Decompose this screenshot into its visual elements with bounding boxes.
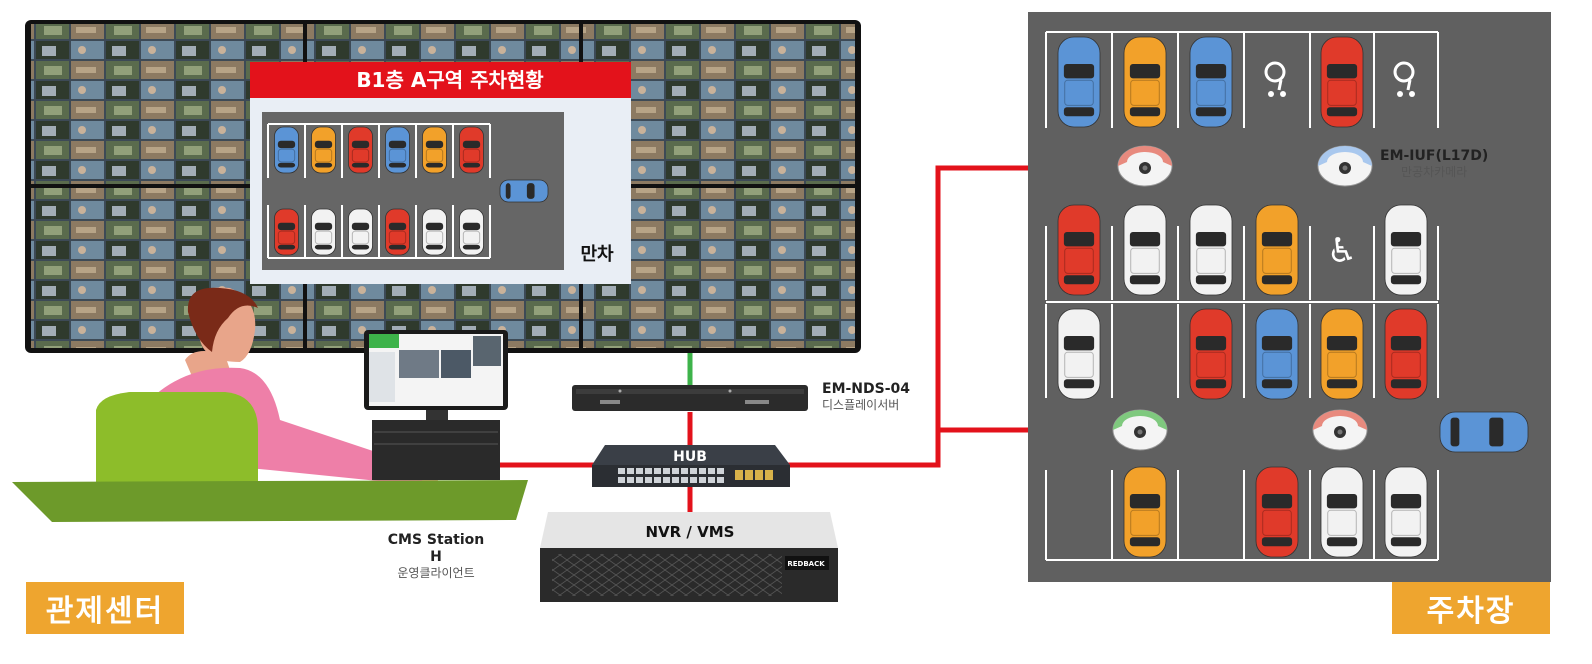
parked-car-row1-1 bbox=[1123, 36, 1167, 128]
monitor-car-bottom-3 bbox=[385, 208, 410, 256]
monitor-car-top-4 bbox=[422, 126, 447, 174]
camera-bottom-right-icon bbox=[1312, 409, 1368, 451]
panel-title: B1층 A구역 주차현황 bbox=[356, 68, 544, 92]
parked-car-row2-0 bbox=[1057, 204, 1101, 296]
display-server-label: EM-NDS-04 디스플레이서버 bbox=[822, 381, 910, 412]
monitor-car-top-1 bbox=[311, 126, 336, 174]
parked-car-row4-4 bbox=[1320, 466, 1364, 558]
nvr-device: REDBACK NVR / VMS bbox=[540, 512, 838, 602]
parked-car-row3-5 bbox=[1384, 308, 1428, 400]
moving-car bbox=[1439, 411, 1529, 453]
parked-car-row2-2 bbox=[1189, 204, 1233, 296]
camera-top-right-icon bbox=[1317, 145, 1373, 187]
parking-lot-label: 주차장 bbox=[1392, 582, 1550, 634]
parked-car-row1-0 bbox=[1057, 36, 1101, 128]
monitor-moving-car bbox=[499, 179, 549, 203]
hub-label: HUB bbox=[673, 449, 707, 465]
camera-top-left-icon bbox=[1117, 145, 1173, 187]
monitor-car-bottom-4 bbox=[422, 208, 447, 256]
parked-car-row4-5 bbox=[1384, 466, 1428, 558]
monitor-car-bottom-2 bbox=[348, 208, 373, 256]
monitor-car-bottom-5 bbox=[459, 208, 484, 256]
parked-car-row2-1 bbox=[1123, 204, 1167, 296]
parking-status-panel: B1층 A구역 주차현황 만차 bbox=[250, 62, 631, 284]
parked-car-row4-3 bbox=[1255, 466, 1299, 558]
monitor-car-bottom-0 bbox=[274, 208, 299, 256]
cms-desc: 운영클라이언트 bbox=[397, 565, 475, 580]
cms-model: CMS Station H bbox=[387, 532, 485, 565]
monitor-parking-map bbox=[267, 123, 549, 259]
control-center-label: 관제센터 bbox=[26, 582, 184, 634]
parked-car-row2-3 bbox=[1255, 204, 1299, 296]
display-server-model: EM-NDS-04 bbox=[822, 381, 911, 397]
monitor-car-top-2 bbox=[348, 126, 373, 174]
desk bbox=[12, 480, 528, 522]
operator-illustration bbox=[12, 287, 528, 522]
nvr-label: NVR / VMS bbox=[646, 523, 735, 541]
parking-lot: ♿♿♿ bbox=[1028, 12, 1551, 582]
hub-device: HUB bbox=[592, 445, 790, 487]
display-server-desc: 디스플레이서버 bbox=[822, 397, 900, 412]
video-wall: B1층 A구역 주차현황 만차 bbox=[25, 20, 861, 353]
parked-car-row3-3 bbox=[1255, 308, 1299, 400]
parked-car-row4-1 bbox=[1123, 466, 1167, 558]
camera-desc: 만공차카메라 bbox=[1401, 164, 1468, 179]
parked-car-row3-0 bbox=[1057, 308, 1101, 400]
camera-bottom-left-icon bbox=[1112, 409, 1168, 451]
monitor-car-bottom-1 bbox=[311, 208, 336, 256]
nvr-brand: REDBACK bbox=[787, 560, 825, 568]
cms-label: CMS Station H 운영클라이언트 bbox=[386, 532, 486, 580]
full-status-label: 만차 bbox=[580, 244, 614, 265]
priority-parking-icon bbox=[1264, 61, 1286, 97]
camera-model: EM-IUF(L17D) bbox=[1380, 148, 1489, 164]
monitor-car-top-5 bbox=[459, 126, 484, 174]
monitor-car-top-0 bbox=[274, 126, 299, 174]
parked-car-row3-2 bbox=[1189, 308, 1233, 400]
priority-parking-icon bbox=[1393, 61, 1415, 97]
cms-workstation bbox=[364, 330, 508, 480]
parked-car-row2-5 bbox=[1384, 204, 1428, 296]
camera-label: EM-IUF(L17D) 만공차카메라 bbox=[1380, 148, 1488, 179]
display-server-device bbox=[572, 385, 808, 411]
parked-car-row1-2 bbox=[1189, 36, 1233, 128]
monitor-car-top-3 bbox=[385, 126, 410, 174]
parked-car-row3-4 bbox=[1320, 308, 1364, 400]
parked-car-row1-4 bbox=[1320, 36, 1364, 128]
accessible-parking-icon: ♿ bbox=[1327, 231, 1357, 271]
